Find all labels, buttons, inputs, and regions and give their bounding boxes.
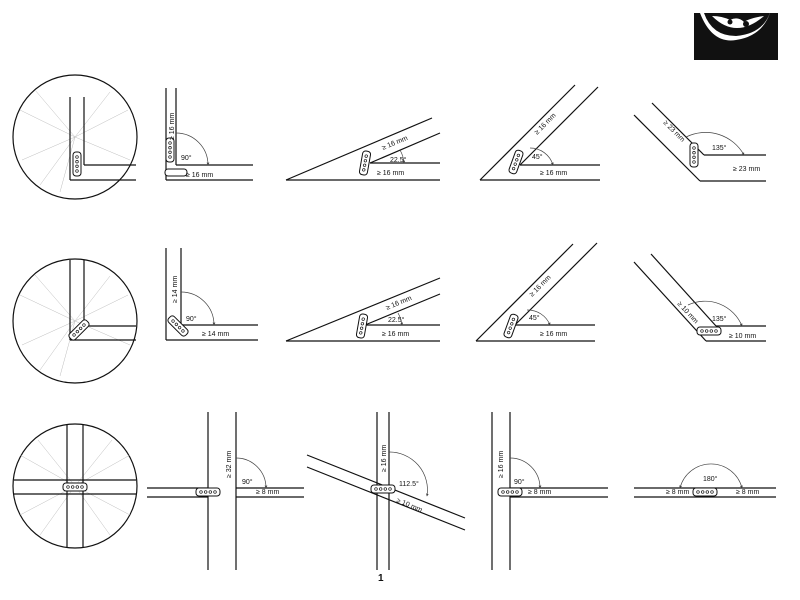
angle-label: 90° bbox=[242, 478, 253, 486]
dimension-label: ≥ 16 mm bbox=[533, 112, 557, 136]
dimension-label: ≥ 16 mm bbox=[498, 451, 505, 478]
angle-label: 135° bbox=[712, 315, 727, 323]
panel-112-5-degree-cross: 112.5° ≥ 10 mm ≥ 16 mm bbox=[307, 412, 465, 570]
panel-180-degree: 180° ≥ 8 mm ≥ 8 mm bbox=[634, 464, 776, 497]
panel-45-degree: 45° ≥ 16 mm ≥ 16 mm bbox=[480, 85, 600, 180]
dimension-label: ≥ 16 mm bbox=[186, 172, 213, 179]
dimension-label: ≥ 14 mm bbox=[172, 276, 179, 303]
dimension-label: ≥ 16 mm bbox=[385, 295, 413, 312]
panel-90-degree-side: 90° ≥ 8 mm ≥ 16 mm bbox=[492, 412, 608, 570]
panel-90-degree-tee: 90° ≥ 8 mm ≥ 32 mm bbox=[147, 412, 304, 570]
detail-circle bbox=[13, 259, 137, 383]
dimension-label: ≥ 8 mm bbox=[666, 489, 689, 496]
dimension-label: ≥ 8 mm bbox=[256, 489, 279, 496]
dimension-label: ≥ 16 mm bbox=[540, 170, 567, 177]
dimension-label: ≥ 14 mm bbox=[202, 331, 229, 338]
angle-label: 112.5° bbox=[399, 480, 419, 488]
dimension-label: ≥ 23 mm bbox=[662, 119, 686, 143]
panel-90-degree: 90° ≥ 14 mm ≥ 14 mm bbox=[166, 248, 258, 340]
dimension-label: ≥ 10 mm bbox=[729, 333, 756, 340]
panel-22-5-degree: 22.5° ≥ 16 mm ≥ 16 mm bbox=[286, 278, 440, 341]
panel-135-degree: 135° ≥ 23 mm ≥ 23 mm bbox=[634, 103, 766, 181]
angle-label: 90° bbox=[514, 478, 525, 486]
page-number: 1 bbox=[378, 573, 384, 584]
dimension-label: ≥ 16 mm bbox=[382, 331, 409, 338]
panel-135-degree: 135° ≥ 10 mm ≥ 10 mm bbox=[634, 254, 766, 341]
dimension-label: ≥ 8 mm bbox=[528, 489, 551, 496]
dimension-label: ≥ 8 mm bbox=[736, 489, 759, 496]
dimension-label: ≥ 32 mm bbox=[226, 451, 233, 478]
dimension-label: ≥ 16 mm bbox=[381, 445, 388, 472]
panel-90-degree: 90° ≥ 16 mm ≥ 16 mm bbox=[165, 88, 253, 180]
detail-circle bbox=[13, 75, 137, 199]
panel-45-degree: 45° ≥ 16 mm ≥ 16 mm bbox=[476, 243, 597, 341]
detail-circle bbox=[13, 424, 137, 548]
dimension-label: ≥ 16 mm bbox=[528, 274, 552, 298]
dimension-label: ≥ 16 mm bbox=[377, 170, 404, 177]
angle-label: 90° bbox=[186, 315, 197, 323]
angle-label: 180° bbox=[703, 475, 718, 483]
row-2: 90° ≥ 14 mm ≥ 14 mm 22.5° ≥ 16 mm ≥ 16 m… bbox=[13, 243, 766, 383]
angle-label: 22.5° bbox=[388, 316, 405, 324]
dimension-label: ≥ 16 mm bbox=[169, 113, 176, 140]
angle-label: 90° bbox=[181, 154, 192, 162]
dimension-label: ≥ 16 mm bbox=[540, 331, 567, 338]
row-3: 90° ≥ 8 mm ≥ 32 mm 112.5° ≥ 10 mm ≥ 16 m… bbox=[13, 412, 776, 570]
panel-22-5-degree: 22.5° ≥ 16 mm ≥ 16 mm bbox=[286, 118, 440, 180]
angle-label: 45° bbox=[532, 153, 543, 161]
angle-label: 22.5° bbox=[390, 156, 407, 164]
angle-label: 135° bbox=[712, 144, 727, 152]
dimension-label: ≥ 23 mm bbox=[733, 166, 760, 173]
row-1: 90° ≥ 16 mm ≥ 16 mm 22.5° ≥ 16 mm ≥ 16 m… bbox=[13, 75, 766, 199]
angle-label: 45° bbox=[529, 314, 540, 322]
brand-logo-icon bbox=[694, 13, 778, 60]
